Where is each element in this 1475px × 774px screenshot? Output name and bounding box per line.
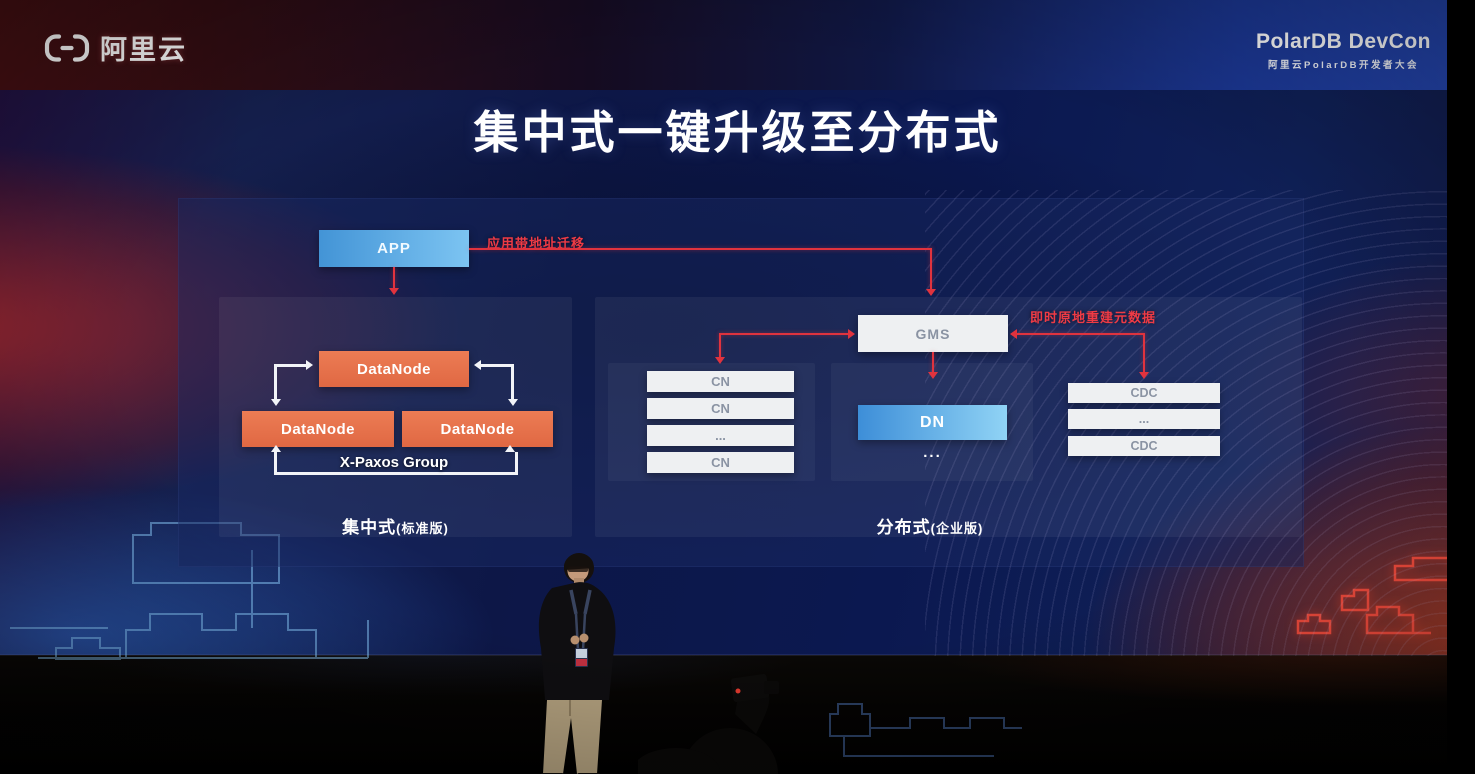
arrowhead-bracket-left-up: [270, 445, 281, 452]
slide-title: 集中式一键升级至分布式: [473, 107, 1002, 158]
xpaxos-label: X-Paxos Group: [339, 454, 449, 471]
cn-node: CN: [647, 371, 794, 392]
arrowhead-into-cdc-stack: [1139, 372, 1149, 379]
app-node: APP: [319, 230, 469, 267]
line-gms-dn: [932, 352, 934, 373]
camera-operator-silhouette: [638, 673, 779, 774]
caption-distributed: 分布式(企业版): [810, 513, 1050, 538]
alibaba-cloud-wordmark: 阿里云: [100, 35, 187, 65]
arrowhead-into-dn: [928, 372, 938, 379]
line-gms-cn-v: [719, 333, 721, 358]
arrowhead-into-gms-left: [848, 329, 855, 339]
caption-distributed-sub: (企业版): [930, 521, 984, 536]
event-subtitle: 阿里云PolarDB开发者大会: [1267, 60, 1419, 71]
line-app-to-gms-h: [469, 248, 932, 250]
arrowhead-into-left-datanode: [271, 399, 281, 406]
annotation-app-migration: 应用带地址迁移: [487, 236, 586, 251]
arrowhead-into-cn-stack: [715, 357, 725, 364]
datanode-right: DataNode: [402, 411, 553, 447]
annotation-rebuild-metadata: 即时原地重建元数据: [1030, 310, 1157, 325]
arrowhead-into-right-datanode: [508, 399, 518, 406]
datanode-top: DataNode: [319, 351, 469, 387]
arrowhead-into-top-datanode-right: [474, 360, 481, 370]
arrowhead-into-gms-right: [1010, 329, 1017, 339]
presenter-silhouette: [538, 553, 616, 774]
dn-node: DN: [858, 405, 1007, 440]
datanode-left: DataNode: [242, 411, 394, 447]
gms-node: GMS: [858, 315, 1008, 352]
caption-centralized: 集中式(标准版): [219, 513, 572, 538]
elbow-left-v: [274, 364, 277, 400]
line-app-to-gms-v: [930, 248, 932, 290]
alibaba-cloud-icon: [44, 33, 90, 62]
cn-node: CN: [647, 452, 794, 473]
xpaxos-bracket: [274, 452, 518, 475]
arrowhead-into-top-datanode-left: [306, 360, 313, 370]
cdc-node-ellipsis: ...: [1068, 409, 1220, 429]
stage-edge-line: [0, 654, 1475, 656]
elbow-right-v: [511, 364, 514, 400]
dn-more-ellipsis: ...: [923, 444, 942, 461]
arrowhead-bracket-right-up: [504, 445, 515, 452]
elbow-right-h: [480, 364, 514, 367]
caption-centralized-main: 集中式: [342, 518, 397, 537]
cdc-node: CDC: [1068, 436, 1220, 456]
event-title: PolarDB DevCon: [1255, 30, 1431, 53]
arrowhead-app-to-gms: [926, 289, 936, 296]
line-gms-cdc-v: [1143, 333, 1145, 373]
caption-centralized-sub: (标准版): [396, 521, 449, 536]
line-gms-cdc-h: [1017, 333, 1145, 335]
line-gms-cn-h: [720, 333, 850, 335]
right-black-bezel: [1447, 0, 1475, 774]
elbow-left-h: [274, 364, 308, 367]
caption-distributed-main: 分布式: [876, 518, 931, 537]
cdc-node: CDC: [1068, 383, 1220, 403]
arrowhead-app-down: [389, 288, 399, 295]
cn-node: CN: [647, 398, 794, 419]
polardb-devcon-logo: PolarDB DevCon 阿里云PolarDB开发者大会: [1256, 30, 1431, 71]
cn-node-ellipsis: ...: [647, 425, 794, 446]
alibaba-cloud-logo: 阿里云: [44, 28, 187, 67]
arrow-app-down: [393, 267, 395, 289]
top-banner-background: [0, 0, 1475, 90]
